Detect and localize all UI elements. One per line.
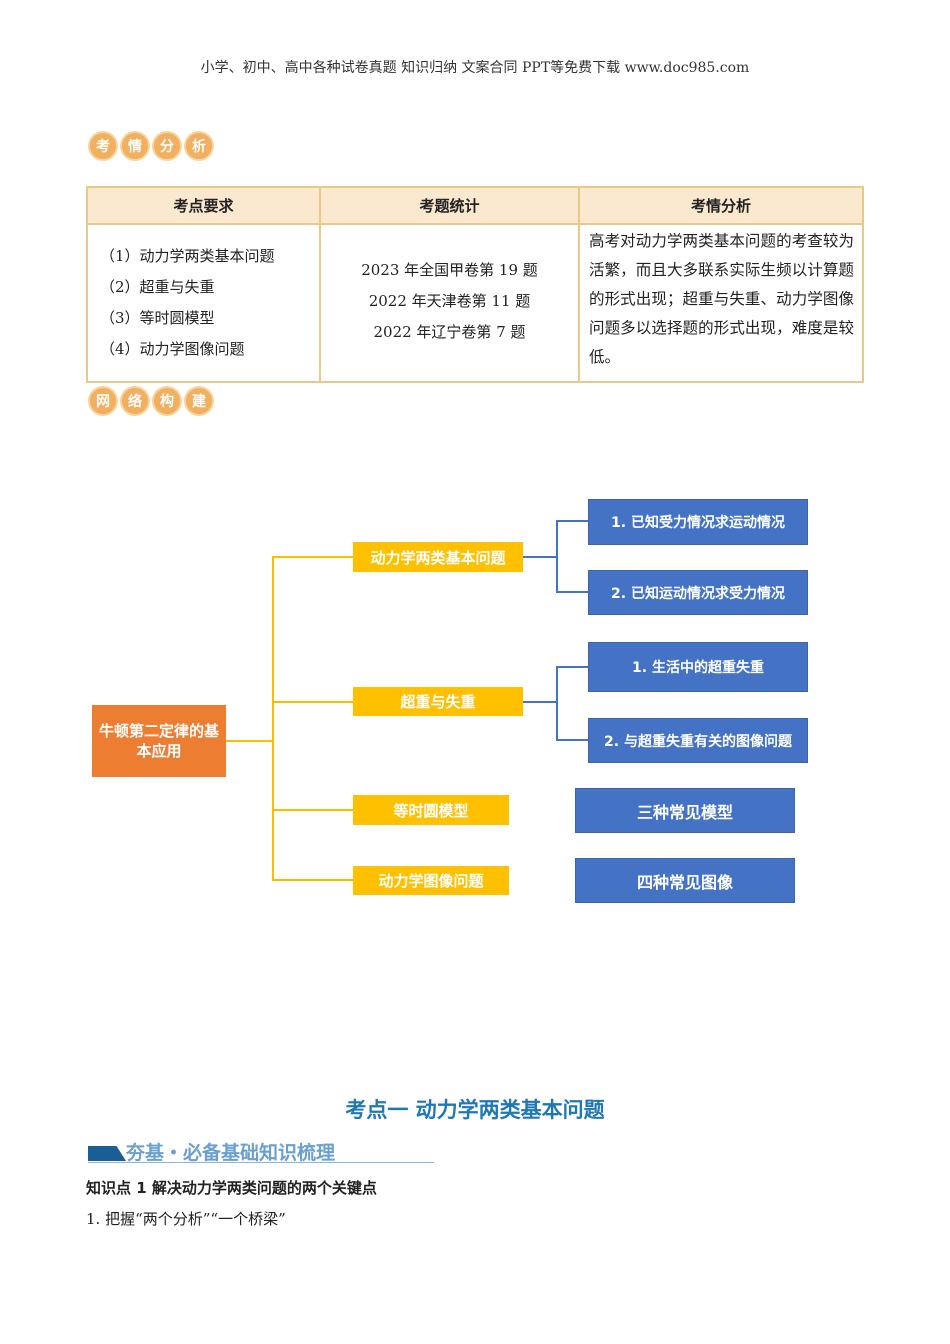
knowledge-item: 1. 把握“两个分析”“一个桥梁” <box>86 1210 286 1228</box>
badge-char: 分 <box>152 131 182 161</box>
stat-item: 2022 年天津卷第 11 题 <box>368 292 531 310</box>
connector <box>272 556 274 881</box>
sub-banner: 夯基・必备基础知识梳理 <box>126 1142 336 1164</box>
requirement-item: （3）等时圆模型 <box>100 309 215 327</box>
requirement-item: （2）超重与失重 <box>100 278 215 296</box>
mindmap-branch: 动力学两类基本问题 <box>353 542 523 572</box>
connector <box>556 520 558 592</box>
banner-underline <box>88 1162 434 1163</box>
badge-char: 情 <box>120 131 150 161</box>
mindmap-leaf: 1. 已知受力情况求运动情况 <box>588 499 808 545</box>
mindmap-root: 牛顿第二定律的基本应用 <box>92 705 226 777</box>
connector <box>523 556 556 558</box>
analysis-text: 高考对动力学两类基本问题的考查较为活繁，而且大多联系实际生频以计算题的形式出现；… <box>578 223 864 383</box>
connector <box>556 666 588 668</box>
col-header: 考情分析 <box>578 186 864 225</box>
badge-char: 构 <box>152 386 182 416</box>
exam-table: 考点要求 考题统计 考情分析 （1）动力学两类基本问题 （2）超重与失重 （3）… <box>86 186 864 383</box>
network-badge: 网络构建 <box>88 386 214 416</box>
stat-item: 2022 年辽宁卷第 7 题 <box>373 323 526 341</box>
exam-analysis-badge: 考情分析 <box>88 131 214 161</box>
connector <box>556 666 558 740</box>
mindmap-branch: 动力学图像问题 <box>353 866 509 895</box>
stat-item: 2023 年全国甲卷第 19 题 <box>361 261 538 279</box>
connector <box>556 520 588 522</box>
connector <box>272 701 353 703</box>
banner-marker-icon <box>88 1146 126 1161</box>
col-header: 考点要求 <box>86 186 321 225</box>
mindmap-branch: 等时圆模型 <box>353 795 509 825</box>
connector <box>226 740 274 742</box>
badge-char: 网 <box>88 386 118 416</box>
connector <box>272 879 353 881</box>
mindmap-branch: 超重与失重 <box>353 687 523 716</box>
section-title: 考点一 动力学两类基本问题 <box>345 1098 605 1122</box>
badge-char: 建 <box>184 386 214 416</box>
badge-char: 析 <box>184 131 214 161</box>
connector <box>556 591 588 593</box>
connector <box>556 739 588 741</box>
badge-char: 考 <box>88 131 118 161</box>
requirement-item: （1）动力学两类基本问题 <box>100 247 275 265</box>
connector <box>272 809 353 811</box>
connector <box>272 556 353 558</box>
knowledge-title: 知识点 1 解决动力学两类问题的两个关键点 <box>86 1179 377 1197</box>
col-header: 考题统计 <box>319 186 580 225</box>
mindmap-leaf: 2. 已知运动情况求受力情况 <box>588 570 808 615</box>
mindmap-leaf: 三种常见模型 <box>575 788 795 833</box>
badge-char: 络 <box>120 386 150 416</box>
mindmap-leaf: 1. 生活中的超重失重 <box>588 642 808 692</box>
connector <box>523 701 556 703</box>
mindmap-leaf: 2. 与超重失重有关的图像问题 <box>588 718 808 763</box>
page-header: 小学、初中、高中各种试卷真题 知识归纳 文案合同 PPT等免费下载 www.do… <box>200 60 750 76</box>
mindmap-leaf: 四种常见图像 <box>575 858 795 903</box>
requirement-item: （4）动力学图像问题 <box>100 340 245 358</box>
